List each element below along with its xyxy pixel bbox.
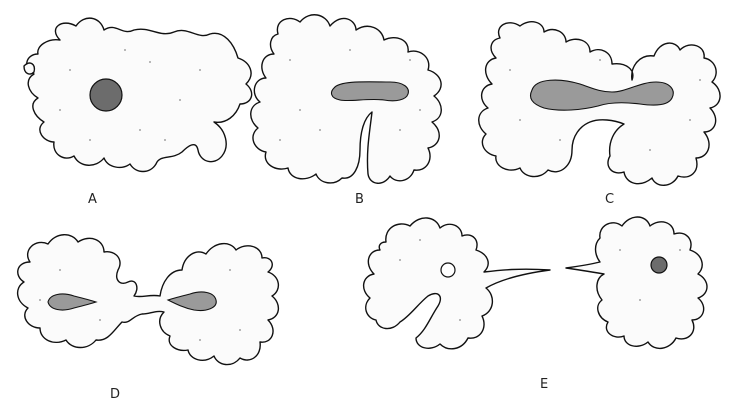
panel-c-label: C (605, 192, 614, 207)
panel-a (23, 17, 253, 173)
panel-e-right-cell (565, 216, 708, 349)
panel-e (363, 216, 708, 350)
panel-b (250, 14, 442, 184)
panel-d-nucleus-left (47, 293, 98, 311)
panel-e-right-nucleus (650, 256, 668, 274)
panel-a-nucleus (89, 78, 123, 112)
panel-d (17, 234, 279, 366)
panel-b-nucleus (330, 81, 409, 102)
panel-a-pseudopod (23, 62, 36, 75)
panel-d-label: D (110, 387, 120, 402)
panel-c (478, 21, 721, 186)
panel-a-label: A (88, 192, 97, 207)
panel-a-cell (26, 17, 253, 173)
panel-e-label: E (540, 377, 548, 392)
panel-b-label: B (355, 192, 364, 207)
panel-d-nucleus-right (166, 291, 217, 312)
panel-e-left-cell (363, 217, 551, 350)
panel-c-nucleus (529, 79, 674, 111)
panel-e-left-nucleus (440, 262, 456, 278)
panel-d-cell (17, 234, 279, 366)
